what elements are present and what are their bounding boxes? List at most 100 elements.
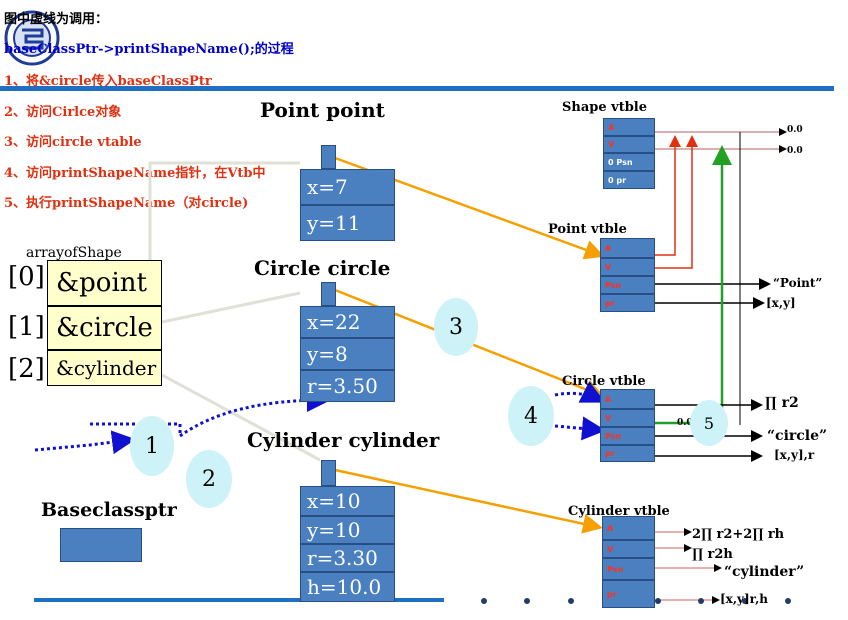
header-divider xyxy=(0,86,834,91)
circle-psn-target: “circle” xyxy=(767,428,828,444)
step-5: 5、执行printShapeName（对circle) xyxy=(4,196,249,211)
footer-dot xyxy=(568,598,574,604)
point-vtable-title: Point vtble xyxy=(548,222,627,237)
cylinder-vtable-title: Cylinder vtble xyxy=(568,504,670,519)
point-field-y: y=11 xyxy=(300,205,395,241)
circle-vtable-title: Circle vtble xyxy=(562,374,646,389)
page-title: 图中虚线为调用： xyxy=(4,12,109,27)
point-slot-v-label: V xyxy=(605,262,612,272)
step-4: 4、访问printShapeName指针，在Vtb中 xyxy=(4,166,266,181)
array-cell-point: &point xyxy=(47,260,162,306)
callout-1: 1 xyxy=(130,416,174,476)
circle-object-title: Circle circle xyxy=(254,256,391,280)
point-vtable-slot-psn: Psn xyxy=(600,276,655,294)
shape-vtable-slot-a: A xyxy=(603,118,655,136)
step-2: 2、访问Cirlce对象 xyxy=(4,105,122,120)
point-vtable-slot-pr: pr xyxy=(600,294,655,312)
shape-vtable-slot-psn: 0 Psn xyxy=(603,153,655,171)
circle-field-y: y=8 xyxy=(300,338,395,370)
callout-4: 4 xyxy=(508,386,554,446)
array-cell-circle: &circle xyxy=(47,306,162,350)
cylinder-vtable-slot-a: A xyxy=(602,516,655,540)
circle-v-value: 0.0 xyxy=(677,418,693,428)
shape-slot-v-label: V xyxy=(608,140,615,149)
array-cell-cylinder: &cylinder xyxy=(47,350,162,386)
shape-vtable-slot-v: V xyxy=(603,136,655,153)
page-subtitle: baseClassPtr->printShapeName();的过程 xyxy=(4,42,294,57)
circle-slot-v-label: V xyxy=(605,413,612,423)
circle-vptr xyxy=(321,282,336,306)
circle-pr-target: [x,y],r xyxy=(774,448,815,462)
array-to-circle-line xyxy=(161,291,301,324)
point-vtable-slot-v: V xyxy=(600,258,655,276)
cylinder-vtable-slot-v: V xyxy=(602,540,655,558)
cylinder-vtable-slot-psn: Psn xyxy=(602,558,655,580)
cylinder-field-x: x=10 xyxy=(300,486,395,516)
shape-vtable-slot-pr: 0 pr xyxy=(603,171,655,189)
footer-dot xyxy=(481,598,487,604)
footer-divider-left xyxy=(34,598,444,602)
call-path-2 xyxy=(179,388,331,438)
footer-dot xyxy=(698,598,704,604)
cylinder-psn-target: “cylinder” xyxy=(724,564,805,580)
array-index-0: [0] xyxy=(8,262,45,292)
cylinder-object-title: Cylinder cylinder xyxy=(247,428,440,452)
cylinder-field-h: h=10.0 xyxy=(300,572,395,602)
baseptr-box xyxy=(60,528,142,562)
array-to-cylinder-line xyxy=(161,373,321,462)
shape-vtable-title: Shape vtble xyxy=(562,100,648,115)
cylinder-slot-v-label: V xyxy=(607,544,614,554)
circle-slot-a-label: A xyxy=(605,394,612,404)
call-path-1b xyxy=(34,430,136,455)
cylinder-field-y: y=10 xyxy=(300,516,395,544)
point-slot-psn-label: Psn xyxy=(605,280,622,290)
call-path-1 xyxy=(90,422,182,436)
shape-a-value: 0.0 xyxy=(787,125,803,135)
point-psn-target: “Point” xyxy=(773,276,823,290)
step-3: 3、访问circle vtable xyxy=(4,135,142,150)
cylinder-vtable-slot-pr: pr xyxy=(602,580,655,608)
circle-slot-psn-label: Psn xyxy=(605,431,622,441)
call-path-4b xyxy=(554,416,606,441)
point-field-x: x=7 xyxy=(300,169,395,205)
footer-dot xyxy=(524,598,530,604)
circle-vtable-slot-psn: Psn xyxy=(600,427,655,445)
circle-vtable-slot-pr: pr xyxy=(600,445,655,462)
array-index-2: [2] xyxy=(8,354,45,384)
array-to-point-line xyxy=(148,161,300,262)
footer-dot xyxy=(742,598,748,604)
cylinder-slot-a-label: A xyxy=(607,523,614,533)
cylinder-v-target: ∏ r2h xyxy=(692,547,733,562)
footer-dot xyxy=(655,598,661,604)
point-slot-a-label: A xyxy=(605,243,612,253)
cylinder-pr-target: [x,y]r,h xyxy=(720,592,769,606)
step-1: 1、将&circle传入baseClassPtr xyxy=(4,74,212,89)
circle-field-x: x=22 xyxy=(300,306,395,338)
call-path-4 xyxy=(554,381,606,403)
point-vptr xyxy=(321,145,336,169)
circle-vtable-slot-v: V xyxy=(600,409,655,427)
circle-field-r: r=3.50 xyxy=(300,370,395,402)
callout-5: 5 xyxy=(690,400,728,446)
array-index-1: [1] xyxy=(8,312,45,342)
callout-2: 2 xyxy=(186,450,232,508)
circle-vtable-slot-a: A xyxy=(600,389,655,409)
shape-slot-a-label: A xyxy=(608,122,615,132)
cylinder-vptr xyxy=(321,460,336,486)
cylinder-slot-pr-label: pr xyxy=(607,589,617,599)
callout-3: 3 xyxy=(434,298,478,356)
university-logo xyxy=(4,8,60,68)
shape-v-value: 0.0 xyxy=(787,146,803,156)
cylinder-slot-psn-label: Psn xyxy=(607,564,624,574)
array-label: arrayofShape xyxy=(26,245,122,261)
point-object-title: Point point xyxy=(260,98,385,122)
point-pr-target: [x,y] xyxy=(766,296,796,310)
circle-a-target: ∏ r2 xyxy=(765,395,799,411)
cylinder-vptr-arrow xyxy=(334,468,603,534)
point-slot-pr-label: pr xyxy=(605,298,615,308)
circle-slot-pr-label: pr xyxy=(605,449,615,458)
footer-dot xyxy=(785,598,791,604)
baseptr-label: Baseclassptr xyxy=(41,499,177,521)
point-vtable-slot-a: A xyxy=(600,238,655,258)
